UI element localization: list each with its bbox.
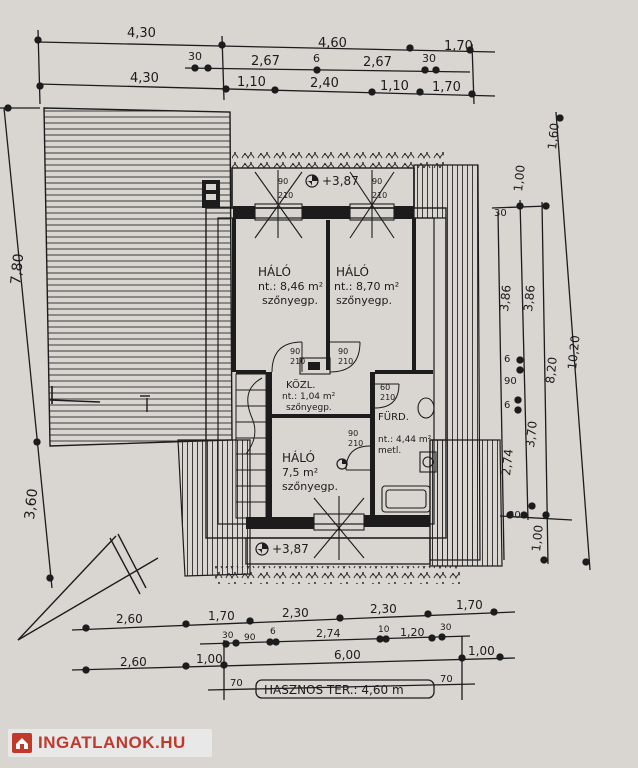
bathroom-fixtures [299,357,437,513]
dim-top-1b: 4,60 [318,36,347,51]
room-2-area: nt.: 8,70 m² [334,280,399,293]
room-5-floor: szőnyegp. [282,480,338,493]
dim-right-inner-5: 6 [504,354,510,365]
dim-top-2e: 30 [422,52,436,65]
dim-bottom-4a: 70 [230,678,243,689]
dim-bottom-2c: 6 [270,627,276,637]
dim-top-3d: 1,10 [380,79,409,94]
useful-area-label: HASZNOS TER.: 4,60 m [264,683,404,697]
dim-top-1a: 4,30 [127,26,156,41]
door-tag-3a: 90 [290,347,300,356]
right-dimension-lines [491,111,591,571]
dim-right-inner-8: 2,74 [499,448,516,476]
level-marker-top [305,174,319,188]
dim-right-overall-2: 10,20 [565,335,583,371]
room-3-floor: szőnyegp. [286,403,332,413]
dim-bottom-2d: 2,74 [316,627,341,640]
dim-bottom-1c: 2,30 [282,606,309,620]
door-tag-2b: 210 [372,191,387,200]
planter-bottom [215,566,460,584]
dim-top-3e: 1,70 [432,80,461,95]
wall-solid-segments [232,206,433,529]
dim-bottom-3b: 1,00 [196,652,223,666]
door-tag-5a: 60 [380,383,390,392]
room-2-floor: szőnyegp. [336,294,392,307]
door-tag-6a: 90 [348,429,358,438]
dim-top-2a: 30 [188,50,202,63]
dim-right-inner-1: 1,00 [511,164,528,192]
level-marker-hall [336,458,348,470]
dim-bottom-1d: 2,30 [370,602,397,616]
dim-right-inner-7: 6 [504,400,510,411]
level-bottom-label: +3,87 [272,542,309,556]
dim-top-3b: 1,10 [237,75,266,90]
room-3-area: nt.: 1,04 m² [282,392,336,402]
dim-bottom-4b: 70 [440,674,453,685]
dim-right-inner-4: 3,86 [521,284,538,312]
useful-area-box: HASZNOS TER.: 4,60 m [255,679,435,699]
dim-bottom-2f: 1,20 [400,626,425,639]
door-tag-3b: 210 [290,357,305,366]
dim-bottom-1b: 1,70 [208,609,235,623]
dim-top-3c: 2,40 [310,76,339,91]
left-dimension-line [0,104,54,589]
room-3-name: KÖZL. [286,378,315,391]
dim-top-2c: 6 [313,52,320,65]
dim-left-upper: 7,80 [8,253,27,286]
dim-top-1c: 1,70 [444,39,473,54]
dim-left-lower: 3,60 [22,488,41,521]
room-4-area: nt.: 4,44 m² [378,435,432,445]
top-dimension-lines [34,29,496,105]
dim-bottom-2b: 90 [244,633,256,643]
dim-bottom-2a: 30 [222,631,234,641]
level-marker-bottom [255,542,269,556]
bottom-dimension-lines [71,608,516,700]
room-1-floor: szőnyegp. [262,294,318,307]
room-4-floor: metl. [378,446,401,456]
room-5-name: HÁLÓ [282,450,315,465]
watermark-badge: INGATLANOK.HU [8,729,212,757]
room-5-area: 7,5 m² [282,466,318,479]
room-4-name: FÜRD. [378,410,409,423]
door-tag-4a: 90 [338,347,348,356]
level-top-label: +3,87 [322,174,359,188]
dim-right-inner-10: 3,70 [523,420,540,448]
door-tag-5b: 210 [380,393,395,402]
room-2-name: HÁLÓ [336,264,369,279]
dim-right-inner-2: 30 [494,208,507,219]
room-1-name: HÁLÓ [258,264,291,279]
planter-top [232,150,444,168]
watermark-text: INGATLANOK.HU [38,733,186,752]
windows [254,170,395,560]
dim-bottom-1a: 2,60 [116,612,143,626]
dim-bottom-3a: 2,60 [120,655,147,669]
house-logo-icon [12,733,32,753]
hall-fixture [308,362,320,370]
roof-hatching [43,107,503,577]
dim-bottom-1e: 1,70 [456,598,483,612]
dim-bottom-3c: 6,00 [334,648,361,662]
dim-bottom-2g: 30 [440,623,452,633]
dim-top-3a: 4,30 [130,71,159,86]
staircase [235,373,267,519]
dim-right-inner-12: 1,00 [529,524,546,552]
north-arrow-icon [17,533,159,641]
dim-bottom-2e: 10 [378,625,390,635]
door-tag-4b: 210 [338,357,353,366]
door-tag-1b: 210 [278,191,293,200]
dim-right-inner-9: 8,20 [543,356,560,384]
door-tag-2a: 90 [372,177,382,186]
dim-right-overall-1: 1,60 [545,122,562,150]
room-1-area: nt.: 8,46 m² [258,280,323,293]
door-tag-1a: 90 [278,177,288,186]
dim-top-2b: 2,67 [251,54,280,69]
door-tag-6b: 210 [348,439,363,448]
dim-right-inner-6: 90 [504,376,517,387]
dim-top-2d: 2,67 [363,55,392,70]
dim-bottom-3d: 1,00 [468,644,495,658]
dim-right-inner-3: 3,86 [497,284,514,312]
dim-right-inner-11: 30 [508,510,521,521]
